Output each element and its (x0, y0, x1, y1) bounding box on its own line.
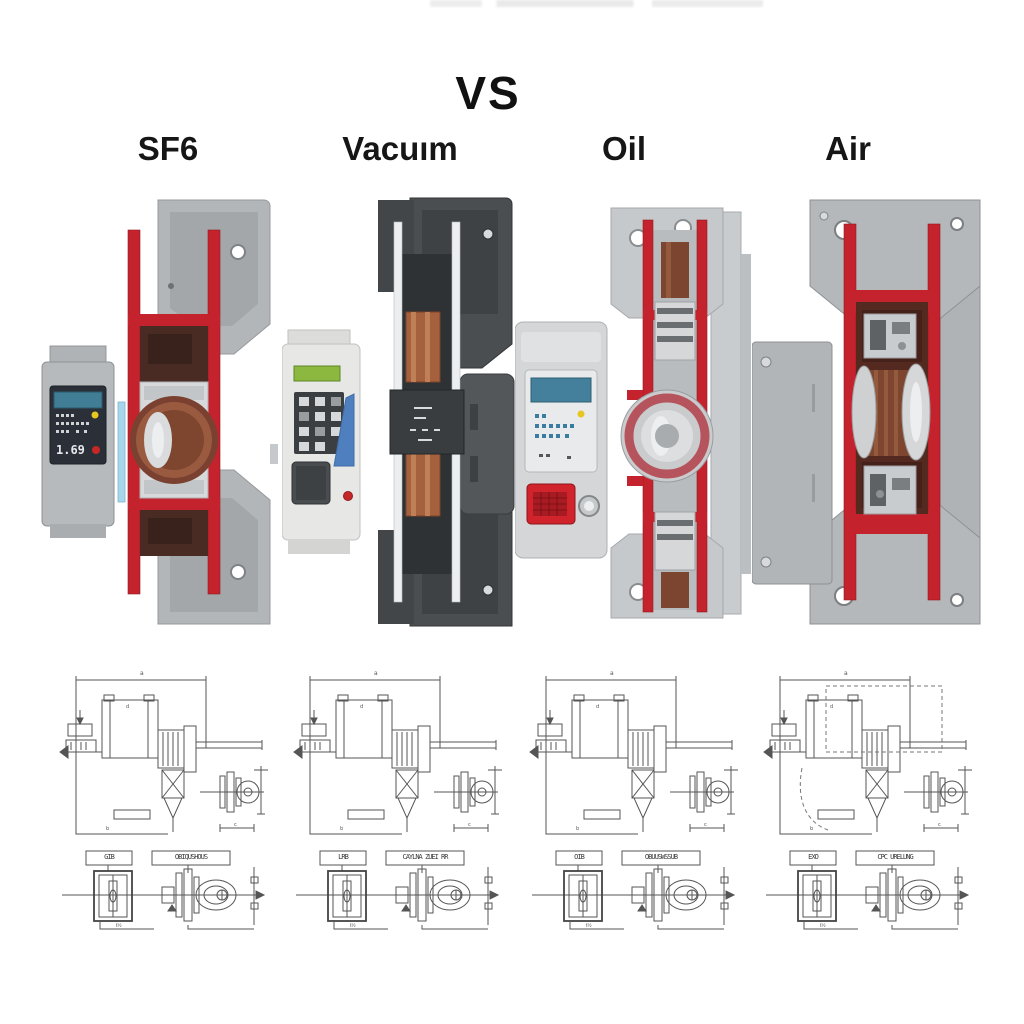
sf6-display-panel: 1.69 (49, 385, 107, 465)
page-title: VS (455, 67, 521, 119)
red-indicator (92, 446, 100, 454)
yellow-indicator (91, 411, 99, 419)
dark-button (291, 461, 331, 505)
column-label-vacuum: Vacuım (342, 130, 458, 167)
screw (168, 283, 174, 289)
schematic-detail-oil: OIB OBUUSWSSUB (528, 845, 740, 937)
schematic-mechanism-sf6 (58, 660, 270, 845)
schematic-mechanism-vacuum (292, 660, 504, 845)
mounting-hole (482, 584, 494, 596)
schematic-detail-sf6: GIB OBIQUSHOUS (58, 845, 270, 937)
column-label-oil: Oil (601, 130, 646, 167)
dashed-outline (799, 685, 943, 831)
schematic-label-box: OIB (574, 853, 585, 861)
schematic-detail-vacuum: LRB CAYLNA ZUEI RR (292, 845, 504, 937)
schematic-mechanism-oil (528, 660, 740, 845)
schematic-detail-air: EXO CPC URELUNG (762, 845, 974, 937)
air-coil (851, 363, 931, 461)
mounting-hole (950, 593, 964, 607)
blue-wedge (333, 393, 355, 467)
keypad (294, 392, 344, 454)
schematic-label-box: GIB (104, 853, 115, 861)
screw (819, 211, 829, 221)
oil-drum (620, 389, 714, 483)
schematic-label-box: CPC URELUNG (877, 853, 913, 861)
green-lcd (293, 365, 341, 382)
air-bottom-mechanism (863, 465, 917, 515)
breaker-cutaway-vacuum (282, 194, 520, 630)
cropped-top-text (430, 0, 800, 7)
oil-display-panel (524, 369, 598, 473)
mounting-hole (230, 244, 246, 260)
mounting-hole (482, 228, 494, 240)
breaker-cutaway-sf6: 1.69 (40, 194, 278, 630)
mounting-hole (950, 217, 964, 231)
lcd-screen (53, 391, 103, 409)
breaker-cutaway-oil (515, 194, 753, 630)
vacuum-copper-contacts (405, 311, 441, 517)
vacuum-interrupter-block (389, 389, 465, 455)
schematic-label-box: OBIQUSHOUS (174, 853, 208, 861)
column-label-sf6: SF6 (137, 130, 199, 167)
red-indicator (343, 491, 353, 501)
sf6-blue-strip (117, 401, 126, 503)
schematic-label-box: EXO (808, 853, 819, 861)
sf6-coil (130, 396, 218, 484)
breaker-cutaway-air (752, 194, 990, 630)
schematic-label-box: CAYLNA ZUEI RR (402, 853, 448, 861)
yellow-indicator (577, 410, 585, 418)
lcd-screen (530, 377, 592, 403)
schematic-label-box: LRB (338, 853, 349, 861)
schematic-label-box: OBUUSWSSUB (644, 853, 678, 861)
air-top-mechanism (863, 313, 917, 359)
screw (760, 356, 772, 368)
schematic-mechanism-air (762, 660, 974, 845)
screw (760, 556, 772, 568)
oil-metal-button (578, 495, 600, 517)
display-reading: 1.69 (56, 443, 85, 457)
oil-contact-stacks (654, 242, 696, 608)
column-label-air: Air (825, 130, 871, 167)
oil-red-button (526, 483, 576, 525)
mounting-hole (230, 564, 246, 580)
